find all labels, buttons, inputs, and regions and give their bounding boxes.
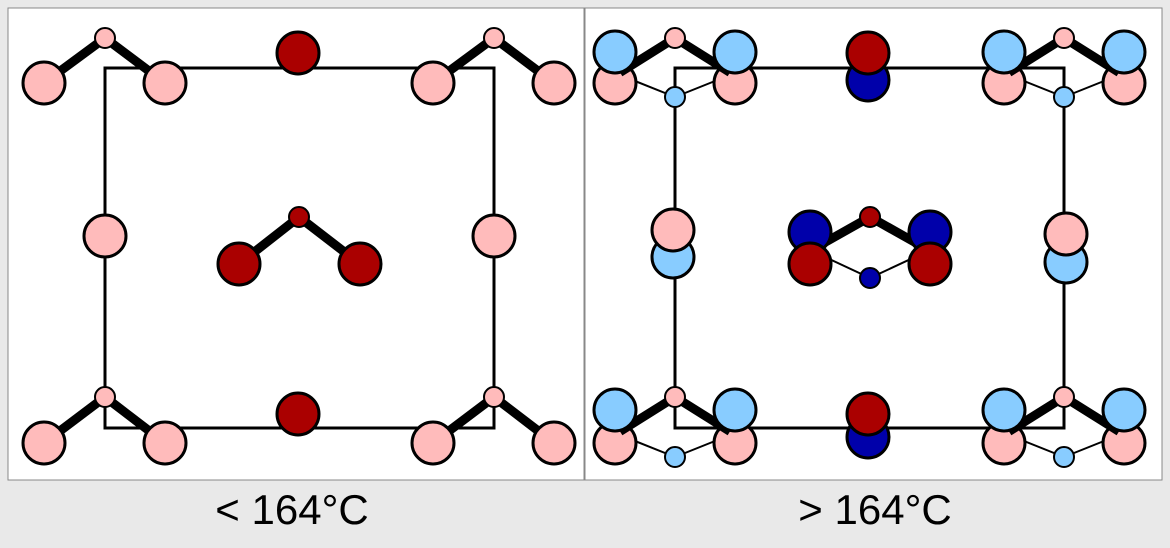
light-blue-atom (1101, 29, 1147, 75)
pink-atom (650, 207, 696, 253)
pink-atom (531, 60, 577, 106)
pink-atom (531, 420, 577, 466)
small-dark-red-atom (288, 206, 310, 228)
panel-label-low-temp: < 164°C (215, 486, 369, 533)
pink-atom (21, 60, 67, 106)
small-light-blue-atom (664, 446, 686, 468)
small-light-blue-atom (664, 86, 686, 108)
light-blue-atom (592, 387, 638, 433)
dark-red-atom (275, 391, 321, 437)
small-pink-atom (664, 386, 686, 408)
small-pink-atom (483, 386, 505, 408)
small-pink-atom (483, 27, 505, 49)
small-pink-atom (1053, 27, 1075, 49)
dark-red-atom (216, 241, 262, 287)
pink-atom (82, 213, 128, 259)
pink-atom (21, 420, 67, 466)
light-blue-atom (592, 29, 638, 75)
small-pink-atom (664, 27, 686, 49)
pink-atom (1043, 211, 1089, 257)
pink-atom (142, 60, 188, 106)
pink-atom (410, 60, 456, 106)
small-light-blue-atom (1053, 86, 1075, 108)
pink-atom (471, 213, 517, 259)
dark-red-atom (337, 241, 383, 287)
light-blue-atom (981, 29, 1027, 75)
panel-high-temperature (584, 7, 1163, 481)
dark-red-atom (845, 391, 891, 437)
small-pink-atom (94, 386, 116, 408)
dark-red-atom (787, 241, 833, 287)
light-blue-atom (1101, 387, 1147, 433)
small-light-blue-atom (1053, 446, 1075, 468)
small-pink-atom (1053, 386, 1075, 408)
small-dark-blue-atom (859, 267, 881, 289)
pink-atom (142, 420, 188, 466)
panel-label-high-temp: > 164°C (798, 486, 952, 533)
dark-red-atom (845, 30, 891, 76)
dark-red-atom (275, 30, 321, 76)
pink-atom (410, 420, 456, 466)
light-blue-atom (712, 387, 758, 433)
small-pink-atom (94, 27, 116, 49)
light-blue-atom (712, 29, 758, 75)
small-dark-red-atom (859, 206, 881, 228)
panel-low-temperature (7, 7, 585, 481)
light-blue-atom (981, 387, 1027, 433)
dark-red-atom (907, 241, 953, 287)
